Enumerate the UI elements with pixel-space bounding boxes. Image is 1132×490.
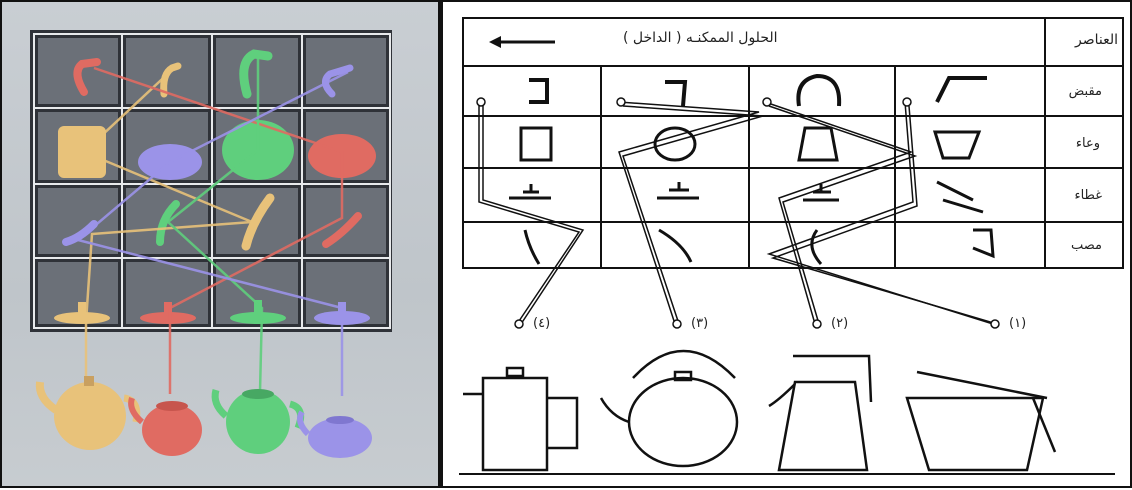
kettle-sketch-4: [463, 368, 577, 470]
row-label-handle: مقبض: [1069, 84, 1102, 99]
handle-sketches: [529, 76, 987, 106]
spout-sketches: [525, 230, 993, 264]
shelf-render-panel: [2, 2, 438, 486]
chart-table-grid: [463, 18, 1123, 268]
connector-rods: [479, 102, 997, 324]
header-elements-label: العناصر: [1075, 32, 1118, 48]
rod-joints: [477, 98, 999, 328]
teapot-green: [215, 389, 301, 454]
shelf-illustration: [2, 2, 438, 486]
row-label-lid: غطاء: [1074, 188, 1102, 203]
row-label-body: وعاء: [1076, 136, 1100, 151]
body-yellow: [58, 126, 106, 178]
header-solutions-label: الحلول الممكنـه ( الداخل ): [623, 30, 778, 46]
teapot-red: [131, 398, 202, 456]
left-arrow-icon: [489, 36, 555, 48]
teapot-yellow: [40, 376, 137, 450]
solution-number-4: (٤): [533, 316, 550, 331]
teapot-purple: [300, 412, 372, 458]
morphological-chart-panel: العناصر الحلول الممكنـه ( الداخل ) مقبض …: [443, 2, 1130, 486]
kettle-sketch-1: [907, 372, 1055, 470]
kettle-sketch-2: [769, 356, 871, 470]
row-label-spout: مصب: [1071, 238, 1102, 253]
kettle-sketch-3: [601, 351, 737, 466]
morphological-chart: [443, 2, 1130, 486]
solution-number-2: (٢): [831, 316, 848, 331]
solution-number-1: (١): [1009, 316, 1026, 331]
solution-number-3: (٣): [691, 316, 708, 331]
